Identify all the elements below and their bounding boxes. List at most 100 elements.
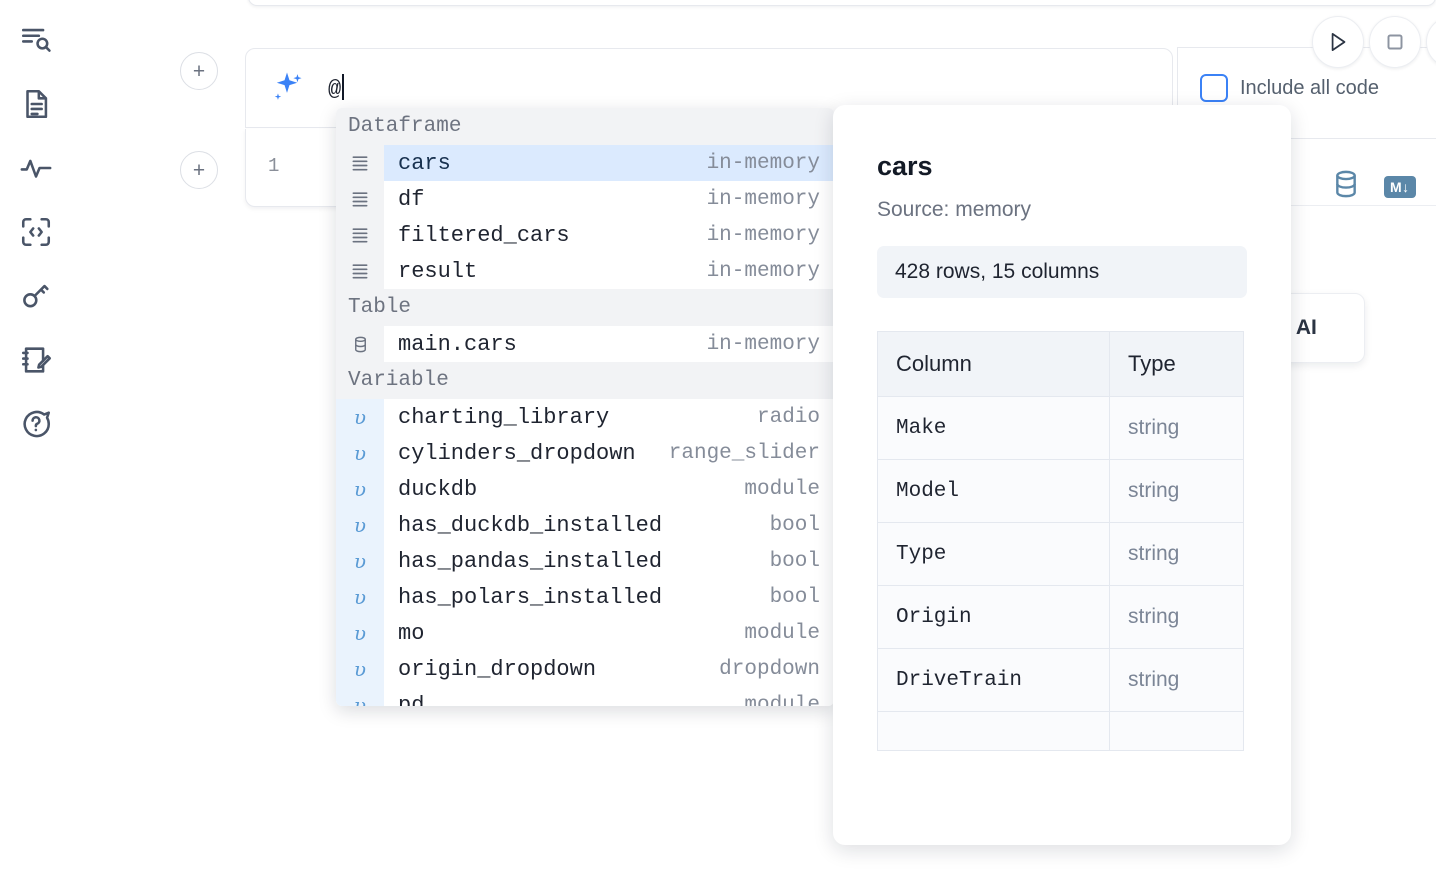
autocomplete-item-name: cylinders_dropdown [398, 440, 636, 466]
help-chat-icon[interactable] [14, 402, 58, 446]
column-name-cell: Model [877, 459, 1110, 523]
variable-icon: υ [336, 435, 384, 471]
outline-search-icon[interactable] [14, 18, 58, 62]
autocomplete-item[interactable]: υ origin_dropdown dropdown [336, 651, 834, 687]
ai-prompt-input[interactable]: @ [328, 74, 345, 102]
table-header-row: Column Type [877, 331, 1244, 397]
markdown-icon[interactable]: M↓ [1384, 175, 1416, 198]
add-cell-button-top[interactable]: + [180, 52, 218, 90]
autocomplete-group-header: Variable [336, 362, 834, 399]
autocomplete-item-name: has_polars_installed [398, 584, 663, 610]
column-type-cell: string [1109, 648, 1244, 712]
autocomplete-item[interactable]: df in-memory [336, 181, 834, 217]
variable-icon: υ [336, 651, 384, 687]
database-icon[interactable] [1330, 168, 1362, 205]
variable-icon: υ [336, 687, 384, 706]
autocomplete-item[interactable]: υ has_duckdb_installed bool [336, 507, 834, 543]
variable-icon: υ [336, 471, 384, 507]
autocomplete-item-meta: in-memory [706, 259, 820, 283]
autocomplete-group-header: Dataframe [336, 108, 834, 145]
column-name-cell: Make [877, 396, 1110, 460]
column-type-cell: string [1109, 522, 1244, 586]
notebook-file-icon[interactable] [14, 82, 58, 126]
ai-prompt-value: @ [328, 77, 342, 102]
column-name-cell [877, 711, 1110, 751]
autocomplete-item-meta: bool [769, 513, 820, 537]
dataframe-icon [336, 181, 384, 217]
autocomplete-item-meta: in-memory [706, 187, 820, 211]
autocomplete-item-name: pd [398, 692, 425, 707]
include-all-code-label: Include all code [1240, 76, 1379, 99]
variable-icon: υ [336, 543, 384, 579]
secrets-key-icon[interactable] [14, 274, 58, 318]
include-all-code-checkbox[interactable] [1200, 74, 1228, 102]
autocomplete-group-header: Table [336, 289, 834, 326]
variable-icon: υ [336, 399, 384, 435]
autocomplete-item-name: cars [398, 150, 451, 176]
variable-icon: υ [336, 507, 384, 543]
autocomplete-item-name: has_pandas_installed [398, 548, 663, 574]
include-all-code-row[interactable]: Include all code [1200, 74, 1379, 102]
autocomplete-item-meta: radio [756, 405, 820, 429]
autocomplete-item[interactable]: cars in-memory [336, 145, 834, 181]
column-type-cell: string [1109, 396, 1244, 460]
autocomplete-item-meta: module [744, 477, 820, 501]
table-db-icon [336, 326, 384, 362]
autocomplete-item-name: result [398, 258, 478, 284]
type-header: Type [1109, 331, 1244, 397]
autocomplete-item-name: has_duckdb_installed [398, 512, 663, 538]
autocomplete-item-meta: dropdown [719, 657, 820, 681]
table-row [877, 711, 1244, 751]
autocomplete-item-name: charting_library [398, 404, 610, 430]
divider-left [1177, 47, 1178, 111]
cell-output-icons: M↓ [1330, 168, 1416, 205]
autocomplete-item-meta: module [744, 693, 820, 707]
sidebar-rail [0, 0, 72, 874]
preview-source: Source: memory [877, 198, 1032, 221]
run-button[interactable] [1312, 16, 1364, 68]
column-type-cell: string [1109, 459, 1244, 523]
stop-button[interactable] [1369, 16, 1421, 68]
autocomplete-item-name: mo [398, 620, 425, 646]
line-number: 1 [268, 155, 280, 177]
preview-shape-badge: 428 rows, 15 columns [877, 246, 1247, 298]
autocomplete-item[interactable]: υ charting_library radio [336, 399, 834, 435]
column-name-cell: DriveTrain [877, 648, 1110, 712]
more-actions-button[interactable] [1426, 16, 1436, 68]
autocomplete-item-name: main.cars [398, 331, 517, 357]
sparkle-icon [268, 69, 306, 107]
autocomplete-item-name: df [398, 186, 425, 212]
scratchpad-edit-icon[interactable] [14, 338, 58, 382]
add-cell-label: + [192, 158, 206, 182]
variable-icon: υ [336, 615, 384, 651]
column-type-cell [1109, 711, 1244, 751]
top-panel-edge [248, 0, 1436, 6]
dataframe-preview-panel: cars Source: memory 428 rows, 15 columns… [833, 105, 1291, 845]
autocomplete-dropdown[interactable]: Dataframe cars in-memory df in-memory filtere… [336, 108, 834, 706]
dataframe-icon [336, 217, 384, 253]
activity-icon[interactable] [14, 146, 58, 190]
divider-bottom [1222, 205, 1436, 206]
autocomplete-item-meta: in-memory [706, 151, 820, 175]
autocomplete-item-meta: module [744, 621, 820, 645]
divider-mid [1222, 138, 1436, 139]
autocomplete-item[interactable]: result in-memory [336, 253, 834, 289]
autocomplete-item-name: origin_dropdown [398, 656, 597, 682]
cell-run-controls [1312, 16, 1436, 68]
autocomplete-item-name: duckdb [398, 476, 478, 502]
snippets-code-icon[interactable] [14, 210, 58, 254]
add-cell-button-bottom[interactable]: + [180, 151, 218, 189]
